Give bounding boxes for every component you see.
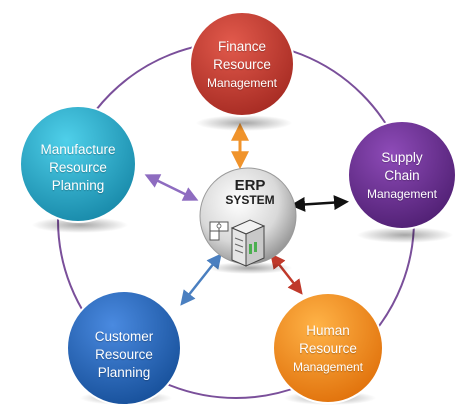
manufacture-line1: Manufacture [40,142,116,157]
manufacture-node-label: Manufacture Resource Planning [22,138,134,198]
finance-node [189,11,295,117]
customer-line3: Planning [97,365,151,380]
center-shadow [208,262,292,274]
arrow-customer [180,253,222,306]
human-node [272,292,384,404]
finance-line2: Resource [213,57,271,72]
supply-line3: Management [366,187,438,201]
finance-line3: Management [206,76,278,90]
finance-line1: Finance [217,39,267,54]
human-line2: Resource [299,341,357,356]
manufacture-node-shadow [32,217,128,233]
supply-line2: Chain [384,168,420,183]
arrow-human [270,253,303,295]
manufacture-node [19,105,137,223]
supply-node-label: Supply Chain Management [350,146,454,206]
supply-node [347,120,457,230]
supply-node-shadow [357,227,453,243]
finance-node-label: Finance Resource Management [190,34,294,96]
erp-system-label: ERP SYSTEM [220,177,280,207]
erp-label-line2: SYSTEM [225,193,275,207]
customer-node-label: Customer Resource Planning [70,325,178,385]
manufacture-line2: Resource [49,160,107,175]
customer-line1: Customer [94,329,154,344]
human-line3: Management [292,360,364,374]
server-icon [230,219,266,267]
arrow-supply [290,195,349,212]
finance-node-shadow [196,115,292,131]
puzzle-icon [209,221,229,241]
manufacture-line3: Planning [51,178,105,193]
human-line1: Human [306,323,350,338]
customer-line2: Resource [95,347,153,362]
supply-line1: Supply [381,150,423,165]
erp-label-line1: ERP [234,177,266,194]
arrow-manufacture [144,174,199,201]
human-node-label: Human Resource Management [276,319,380,379]
customer-node [66,290,182,406]
